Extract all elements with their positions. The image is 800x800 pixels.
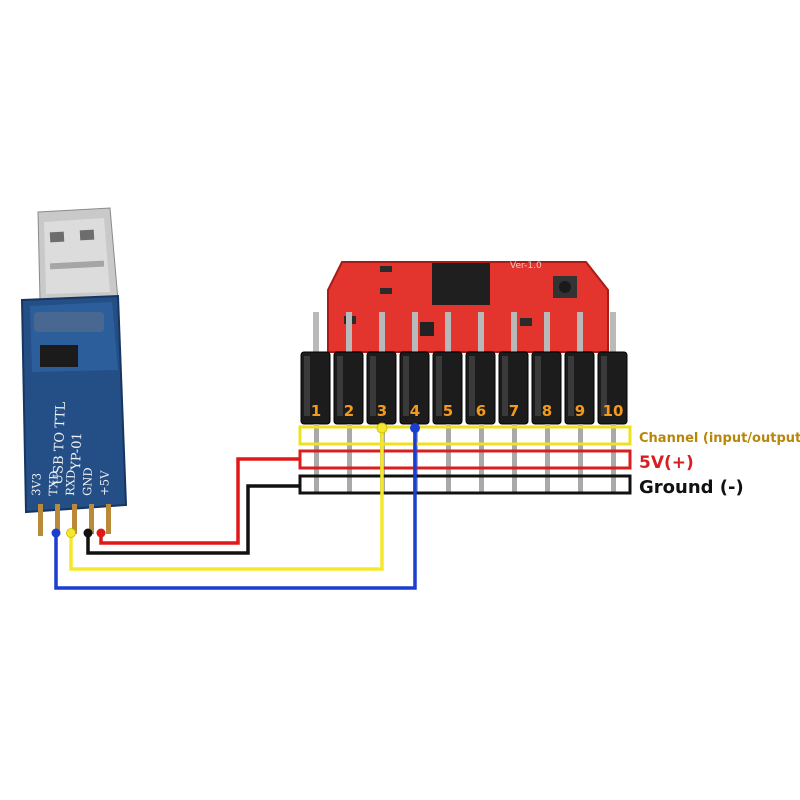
header-pin-upper: [577, 312, 583, 356]
header-pin-upper: [511, 312, 517, 356]
header-pin: [512, 424, 517, 494]
gnd-row-label: Ground (-): [639, 477, 744, 498]
header-pin-upper: [610, 312, 616, 356]
vcc-row-label: 5V(+): [639, 453, 694, 473]
adapter-pin-label: GND: [80, 467, 95, 496]
channel-number: 7: [509, 402, 519, 420]
channel-row-box: [298, 425, 632, 446]
header-pin: [446, 424, 451, 494]
header-pin-upper: [544, 312, 550, 356]
adapter-chip: [40, 345, 78, 367]
channel-number: 4: [410, 402, 420, 420]
header-pin-upper: [346, 312, 352, 356]
header-pin: [347, 424, 352, 494]
channel-number: 9: [575, 402, 585, 420]
header-highlight: [337, 356, 343, 416]
header-pin-upper: [379, 312, 385, 356]
adapter-pin-label: +5V: [97, 470, 112, 496]
wires: [54, 428, 417, 590]
header-pin: [611, 424, 616, 494]
adapter-pin-labels: 3V3 TXD RXD GND +5V: [29, 467, 112, 496]
adapter-pin-label: RXD: [63, 470, 78, 497]
wire-5v: [99, 457, 300, 545]
header-highlight: [502, 356, 508, 416]
header-pin-upper: [445, 312, 451, 356]
adapter-title: USB TO TTL: [51, 401, 69, 485]
header-highlight: [568, 356, 574, 416]
header-pin: [545, 424, 550, 494]
header-highlight: [370, 356, 376, 416]
header-highlight: [601, 356, 607, 416]
header-highlight: [403, 356, 409, 416]
adapter-pcb: [20, 294, 128, 514]
header-highlight: [469, 356, 475, 416]
txd-dot: [51, 528, 61, 538]
header-pin: [578, 424, 583, 494]
channel-number: 10: [603, 402, 624, 420]
servo-board: Ver-1.0: [327, 261, 609, 353]
vcc-dot: [96, 528, 106, 538]
channel-number: 5: [443, 402, 453, 420]
header-highlight: [304, 356, 310, 416]
channel-3-dot: [376, 422, 388, 434]
adapter-header-pins: [38, 504, 111, 536]
servo-header: [300, 312, 628, 494]
wire-gnd: [86, 484, 300, 555]
channel-number: 2: [344, 402, 354, 420]
connection-dots: [51, 422, 420, 538]
gnd-dot: [83, 528, 93, 538]
channel-number: 1: [311, 402, 321, 420]
channel-number: 3: [377, 402, 387, 420]
channel-4-dot: [410, 423, 420, 433]
usb-ttl-adapter: USB TO TTL YP-01 3V3 TXD RXD GND +5V: [20, 207, 128, 536]
header-highlight: [535, 356, 541, 416]
microcontroller-chip: [432, 263, 490, 305]
board-marking: Ver-1.0: [510, 261, 542, 271]
header-pin-upper: [478, 312, 484, 356]
channel-number: 8: [542, 402, 552, 420]
header-pin: [314, 424, 319, 494]
adapter-pin-label: TXD: [46, 471, 61, 497]
wire-txd: [54, 428, 417, 590]
header-pin-upper: [412, 312, 418, 356]
header-pin-upper: [313, 312, 319, 356]
header-highlight: [436, 356, 442, 416]
adapter-pin-label: 3V3: [29, 473, 44, 496]
channel-number: 6: [476, 402, 486, 420]
header-pin: [479, 424, 484, 494]
channel-numbers: 1 2 3 4 5 6 7 8 9 10: [311, 402, 624, 420]
channel-row-label: Channel (input/output): [639, 431, 800, 446]
wire-rxd: [69, 428, 384, 571]
usb-plug: [37, 207, 119, 301]
rxd-dot: [66, 528, 76, 538]
adapter-model: YP-01: [69, 432, 85, 471]
